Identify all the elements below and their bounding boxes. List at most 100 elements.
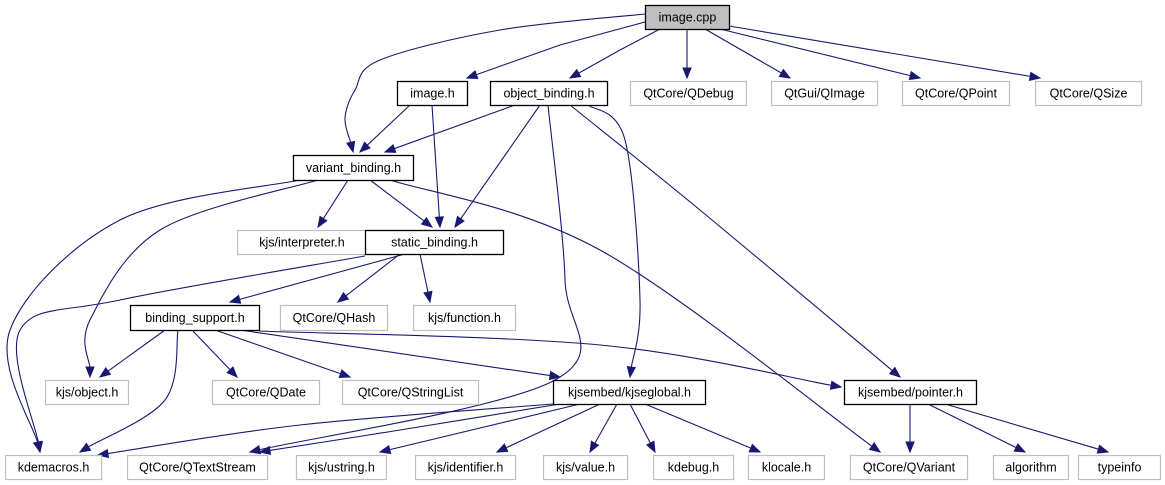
edge-line [587, 104, 641, 369]
arrow-head-icon [868, 442, 882, 453]
arrow-head-icon [589, 440, 600, 454]
node-label: kjs/identifier.h [428, 461, 504, 475]
node-binding-support-h[interactable]: binding_support.h [129, 304, 261, 332]
node-label: klocale.h [762, 461, 811, 475]
edge-line [644, 403, 752, 450]
arrow-head-icon [359, 141, 371, 153]
edge-variant-binding-h-to-object-h [84, 179, 319, 379]
node-kdebug-h: kdebug.h [652, 454, 735, 481]
edge-line [704, 28, 783, 74]
node-label: kjs/object.h [56, 386, 119, 400]
node-label: kjs/value.h [556, 461, 615, 475]
arrow-head-icon [317, 215, 328, 229]
edge-binding-support-h-to-kdemacros-h [78, 329, 179, 453]
edge-image-cpp-to-qimage [704, 28, 792, 79]
node-image-h[interactable]: image.h [396, 80, 469, 107]
node-object-binding-h[interactable]: object_binding.h [489, 80, 609, 107]
node-kdemacros-h: kdemacros.h [4, 454, 103, 481]
edge-variant-binding-h-to-interpreter-h [317, 179, 349, 229]
edge-line [344, 13, 646, 144]
node-box [364, 229, 505, 256]
node-kjseglobal-h[interactable]: kjsembed/kjseglobal.h [552, 379, 707, 406]
node-image-cpp[interactable]: image.cpp [644, 4, 731, 31]
arrow-head-icon [908, 70, 922, 81]
node-value-h: kjs/value.h [542, 454, 629, 481]
node-box [644, 4, 731, 31]
node-label: kjs/function.h [428, 311, 501, 325]
node-algorithm: algorithm [992, 454, 1070, 481]
node-box [4, 454, 103, 481]
node-label: algorithm [1005, 461, 1056, 475]
node-qtextstream: QtCore/QTextStream [126, 454, 269, 481]
arrow-head-icon [465, 70, 479, 79]
edge-line [15, 255, 366, 444]
arrow-head-icon [98, 367, 112, 378]
edge-binding-support-h-to-kjseglobal-h [239, 329, 562, 381]
edge-line [728, 25, 1032, 78]
arrow-head-icon [829, 380, 843, 390]
node-label: QtCore/QSize [1050, 87, 1128, 101]
node-box [1077, 454, 1162, 481]
edge-pointer-h-to-typeinfo [944, 403, 1110, 454]
node-qvariant: QtCore/QVariant [849, 454, 969, 481]
edge-line [389, 179, 874, 448]
edges-layer [6, 13, 1110, 459]
edge-line [944, 403, 1100, 450]
node-static-binding-h[interactable]: static_binding.h [364, 229, 505, 256]
edge-kjseglobal-h-to-kdebug-h [629, 403, 656, 454]
arrow-head-icon [345, 140, 356, 154]
edge-line [388, 403, 581, 451]
edge-object-binding-h-to-variant-binding-h [383, 104, 516, 153]
arrow-head-icon [548, 370, 562, 381]
edge-object-binding-h-to-qtextstream [248, 104, 582, 455]
node-box [849, 454, 969, 481]
node-box [396, 80, 469, 107]
arrow-head-icon [454, 215, 465, 229]
edge-kjseglobal-h-to-klocale-h [644, 403, 762, 453]
edge-line [369, 179, 426, 223]
node-qdebug: QtCore/QDebug [629, 80, 748, 107]
arrow-head-icon [228, 294, 242, 304]
arrow-head-icon [1096, 444, 1110, 454]
arrow-head-icon [778, 68, 792, 79]
node-interpreter-h: kjs/interpreter.h [236, 229, 368, 256]
edge-line [419, 253, 429, 294]
node-label: kjs/interpreter.h [259, 236, 345, 250]
edge-line [258, 104, 582, 451]
node-label: QtCore/QDebug [643, 87, 733, 101]
node-label: kjs/ustring.h [308, 461, 375, 475]
node-label: binding_support.h [145, 311, 244, 325]
arrow-head-icon [905, 441, 915, 454]
node-ustring-h: kjs/ustring.h [295, 454, 388, 481]
node-label: kdebug.h [668, 461, 719, 475]
edge-line [106, 403, 554, 455]
arrow-head-icon [33, 440, 43, 454]
edge-image-cpp-to-object-binding-h [568, 28, 661, 79]
edge-binding-support-h-to-qdate [191, 329, 238, 378]
edge-kjseglobal-h-to-value-h [589, 403, 618, 454]
node-pointer-h[interactable]: kjsembed/pointer.h [843, 379, 978, 406]
arrow-head-icon [336, 291, 350, 303]
node-variant-binding-h[interactable]: variant_binding.h [292, 154, 415, 182]
edge-kjseglobal-h-to-ustring-h [378, 403, 581, 455]
arrow-head-icon [568, 68, 582, 79]
edge-variant-binding-h-to-static-binding-h [369, 179, 434, 228]
edge-line [593, 403, 618, 445]
node-label: kdemacros.h [18, 461, 90, 475]
node-label: image.h [410, 87, 455, 101]
edge-kjseglobal-h-to-qtextstream [258, 403, 561, 456]
edge-kjseglobal-h-to-identifier-h [495, 403, 601, 453]
edge-image-h-to-static-binding-h [431, 104, 445, 229]
edge-static-binding-h-to-qhash [336, 253, 401, 303]
edge-line [344, 253, 401, 297]
node-klocale-h: klocale.h [747, 454, 826, 481]
node-label: image.cpp [659, 11, 717, 25]
node-box [126, 454, 269, 481]
node-label: QtCore/QVariant [863, 461, 956, 475]
node-box [770, 80, 879, 107]
node-label: variant_binding.h [306, 161, 401, 175]
edge-object-binding-h-to-kjseglobal-h [587, 104, 641, 379]
node-box [414, 454, 517, 481]
